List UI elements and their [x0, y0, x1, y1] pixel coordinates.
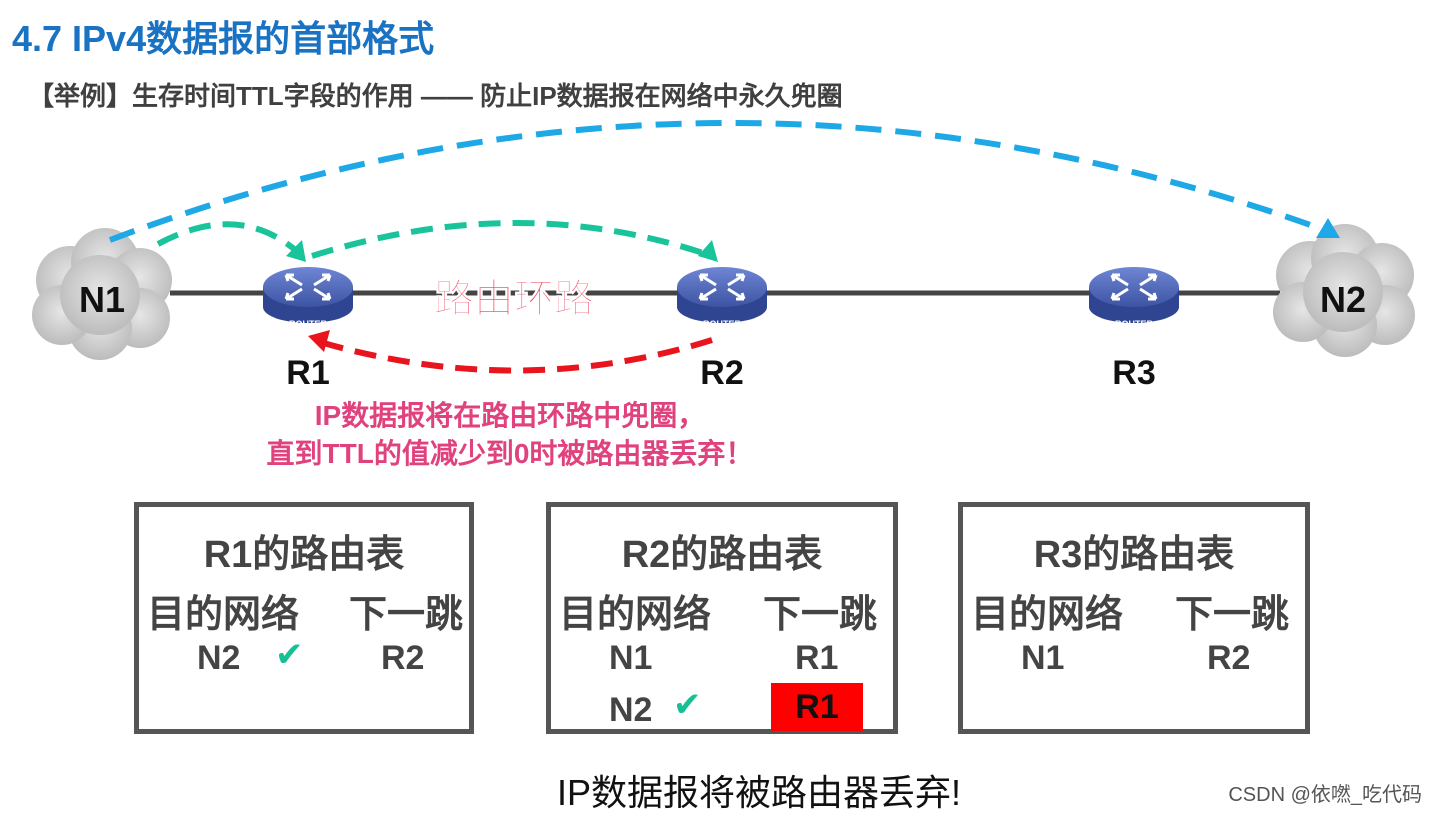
router-r1: ROUTER — [263, 267, 353, 329]
network-diagram: N1 N2 ROUTER — [32, 120, 1415, 392]
table-cell-next: R1 — [795, 639, 839, 677]
video-caption: IP数据报将被路由器丢弃! — [556, 772, 962, 813]
router-arrows-icon — [698, 273, 746, 301]
router-r3-badge: ROUTER — [1115, 319, 1154, 329]
table-title: R2的路由表 — [621, 534, 823, 576]
routing-table-r1: R1的路由表 目的网络 下一跳 N2 ✔ R2 — [134, 502, 474, 734]
n2-cloud: N2 — [1273, 224, 1415, 357]
router-r2-badge: ROUTER — [703, 319, 742, 329]
router-arrows-icon — [1110, 273, 1158, 301]
router-r1-label: R1 — [286, 354, 329, 392]
page-title: 4.7 IPv4数据报的首部格式 — [12, 18, 435, 59]
red-arrowhead-icon — [308, 330, 330, 352]
column-header-dest: 目的网络 — [971, 594, 1124, 636]
router-r1-badge: ROUTER — [289, 319, 328, 329]
green-arrowhead-icon — [698, 240, 718, 262]
green-arrow-r1-r2 — [311, 220, 713, 259]
router-r2-label: R2 — [700, 354, 743, 392]
router-r3-label: R3 — [1112, 354, 1155, 392]
red-arrow-r2-r1 — [319, 337, 713, 374]
routing-loop-label: 路由环路 — [434, 277, 595, 321]
green-arrow-n1-r1 — [156, 221, 303, 257]
blue-arrowhead-icon — [1316, 218, 1340, 238]
loop-note-line2: 直到TTL的值减少到0时被路由器丢弃！ — [266, 438, 754, 469]
n1-label: N1 — [79, 279, 125, 320]
table-title: R3的路由表 — [1033, 534, 1235, 576]
column-header-next: 下一跳 — [1175, 594, 1290, 636]
n1-cloud: N1 — [32, 228, 172, 360]
check-icon: ✔ — [673, 686, 702, 724]
table-cell-next: R2 — [381, 639, 425, 677]
green-arrowhead-icon — [286, 240, 306, 262]
routing-table-r3: R3的路由表 目的网络 下一跳 N1 R2 — [958, 502, 1310, 734]
table-cell-dest: N2 — [609, 691, 653, 729]
highlighted-next-hop: R1 — [771, 683, 863, 731]
table-title: R1的路由表 — [203, 534, 405, 576]
column-header-dest: 目的网络 — [559, 594, 712, 636]
column-header-dest: 目的网络 — [147, 594, 300, 636]
check-icon: ✔ — [275, 636, 304, 674]
n2-label: N2 — [1320, 279, 1366, 320]
table-cell-dest: N1 — [1021, 639, 1065, 677]
table-cell-next: R1 — [795, 688, 839, 726]
routing-table-r2: R2的路由表 目的网络 下一跳 N1 R1 N2 ✔ R1 — [546, 502, 898, 734]
router-r2: ROUTER — [677, 267, 767, 329]
blue-path-arrow — [108, 120, 1332, 243]
page-subtitle: 【举例】生存时间TTL字段的作用 —— 防止IP数据报在网络中永久兜圈 — [28, 81, 843, 111]
router-arrows-icon — [284, 273, 332, 301]
table-cell-dest: N2 — [197, 639, 241, 677]
column-header-next: 下一跳 — [763, 594, 878, 636]
table-cell-dest: N1 — [609, 639, 653, 677]
table-cell-next: R2 — [1207, 639, 1251, 677]
loop-note-line1: IP数据报将在路由环路中兜圈， — [314, 400, 706, 431]
watermark: CSDN @依嘫_吃代码 — [1228, 784, 1422, 806]
column-header-next: 下一跳 — [349, 594, 464, 636]
router-r3: ROUTER — [1089, 267, 1179, 329]
